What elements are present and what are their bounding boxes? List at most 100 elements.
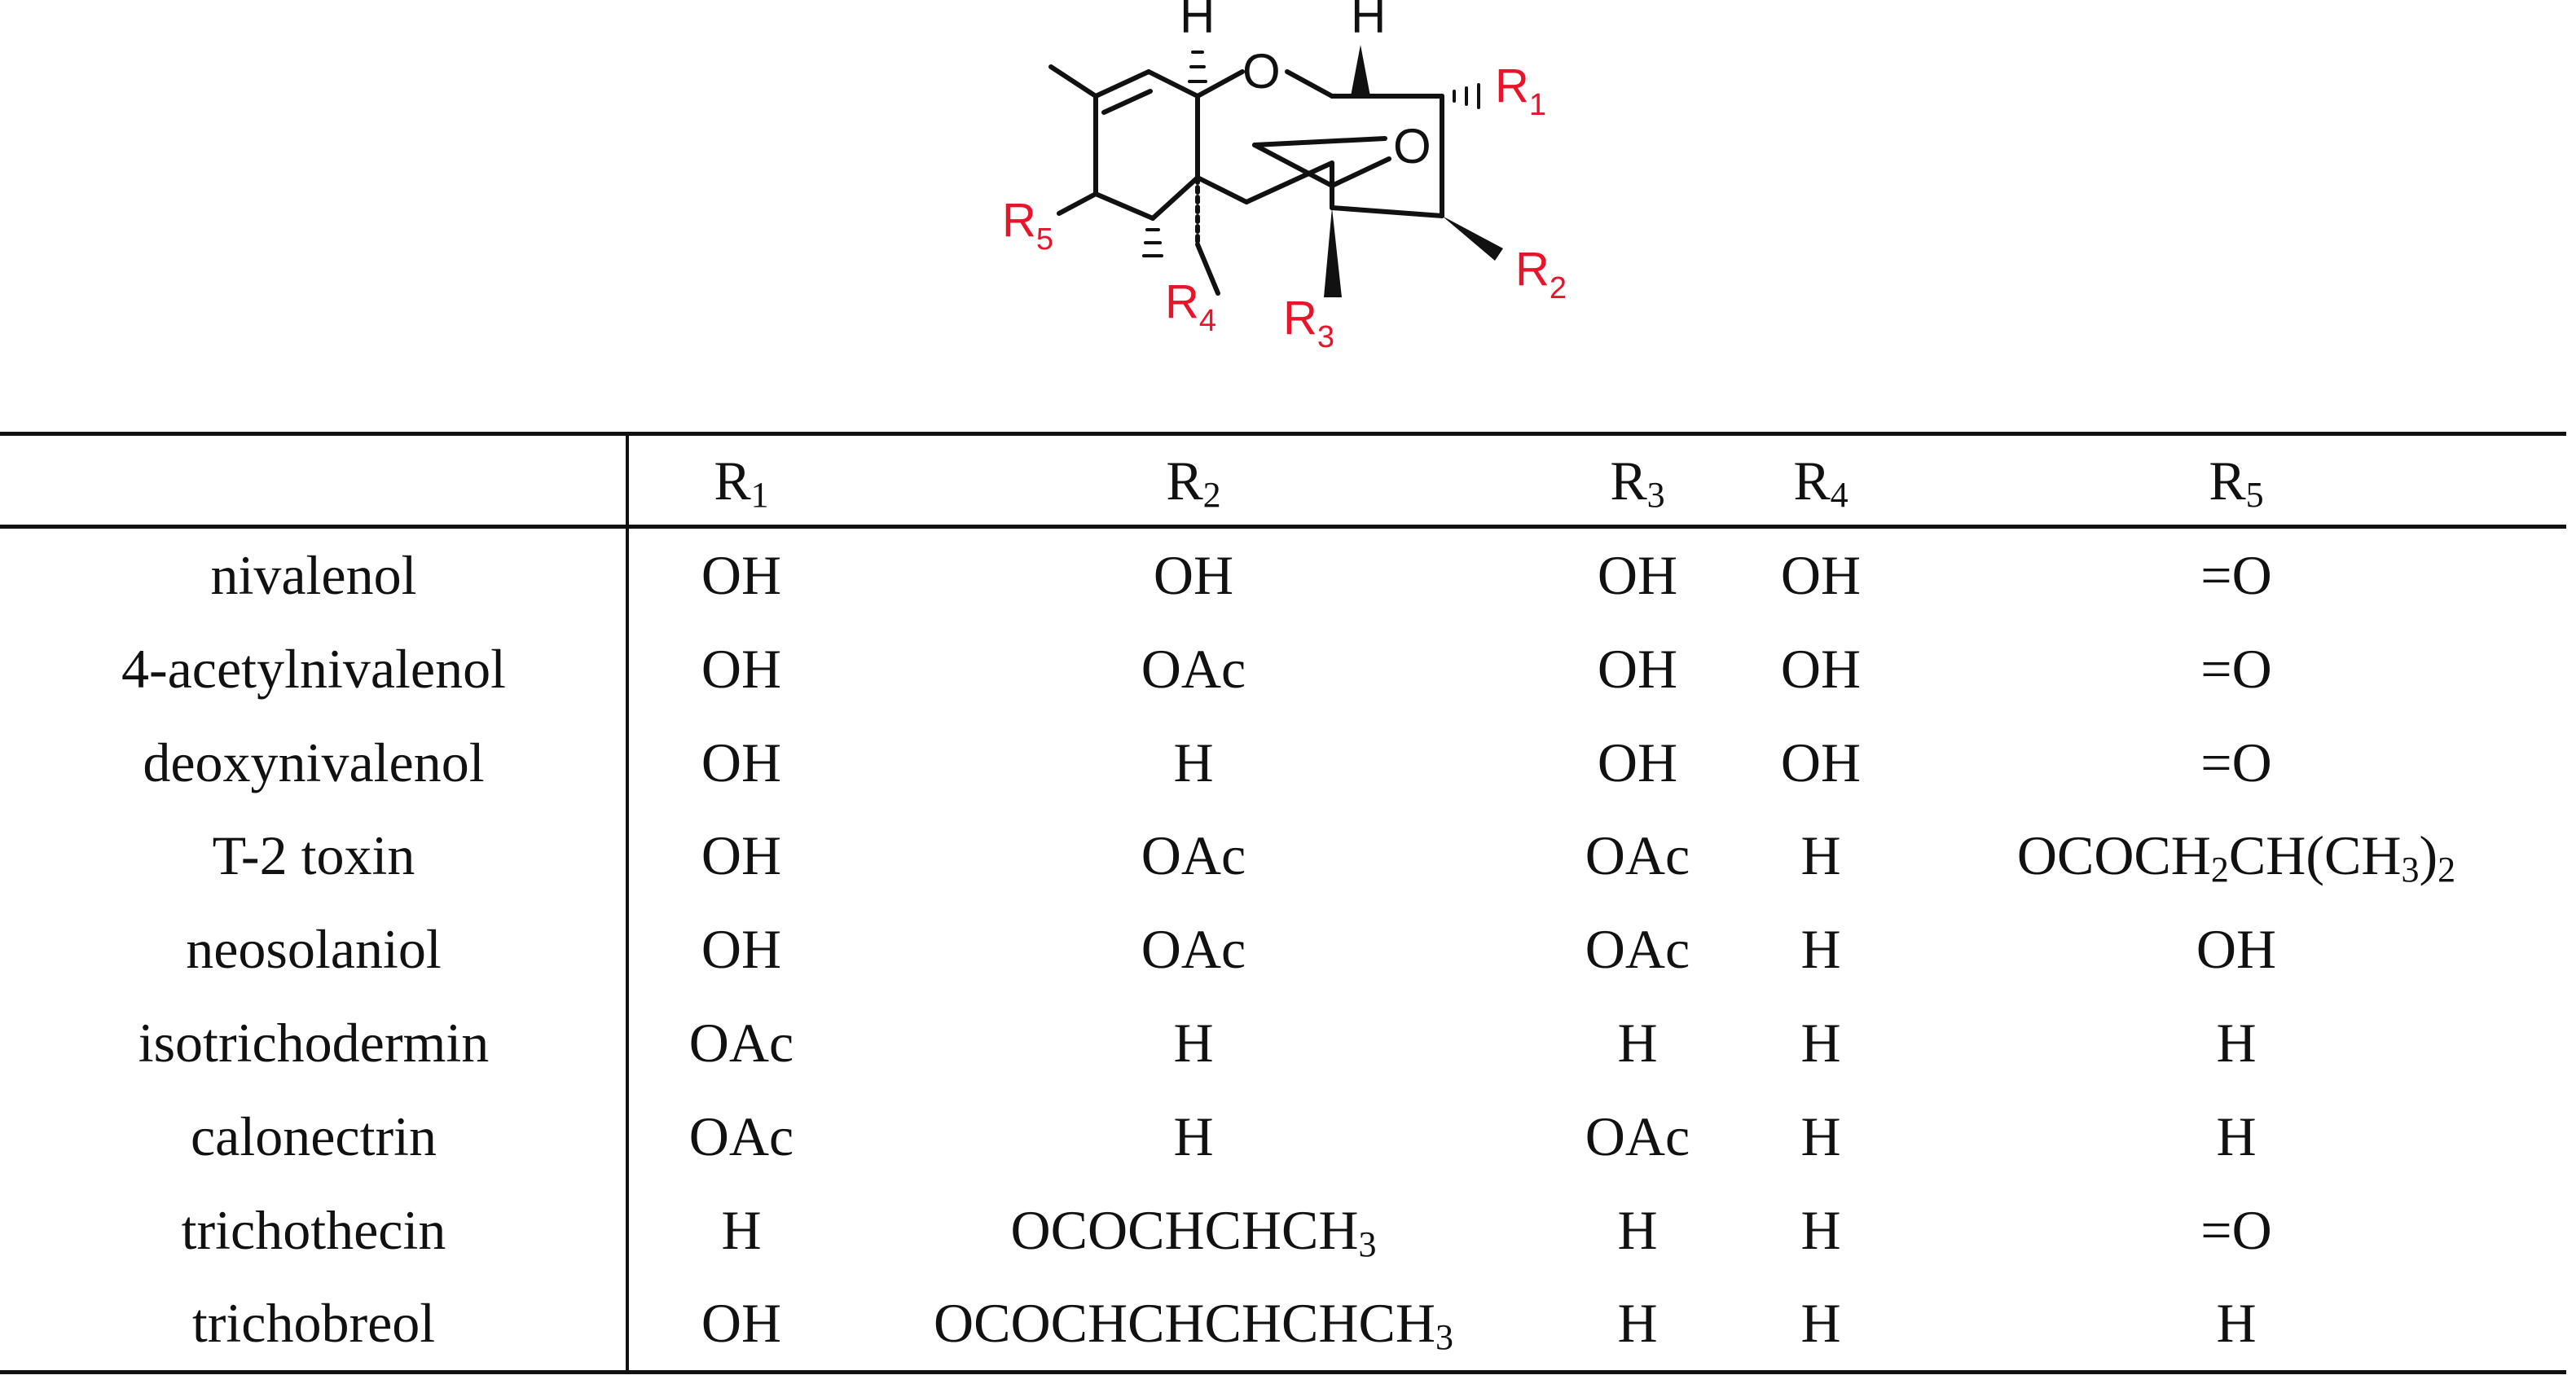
formula-text: H [1617,1292,1658,1355]
compound-name: trichothecin [181,1198,446,1261]
formula-text: =O [2200,637,2272,700]
compound-name: isotrichodermin [138,1012,490,1074]
bond-a1-double [1101,89,1153,115]
formula-text: OH [1780,731,1862,793]
label-r2: R2 [1515,243,1567,305]
cell-r3: OH [1540,622,1735,716]
formula-text: H [1800,824,1841,887]
formula-text: H [1800,1012,1841,1074]
cell-r2: H [847,715,1540,810]
cell-r1: OH [635,1276,847,1370]
formula-text: H [2216,1292,2257,1355]
compound-name: neosolaniol [186,918,442,981]
formula-text: H [2216,1105,2257,1167]
formula-text: OH [1780,637,1862,700]
formula-subscript: 3 [1358,1224,1377,1264]
header-letter: R [2209,450,2246,512]
bond-b2 [1285,69,1334,99]
cell-r5: OH [1906,902,2566,996]
formula-text: H [1173,731,1214,793]
bond-methyl-wedge [1324,208,1342,297]
cell-r4: OH [1735,715,1906,810]
bond-r3 [1195,242,1220,296]
atom-o-ring: O [1242,44,1281,99]
cell-r4: H [1735,1089,1906,1184]
cell-r3: H [1540,1183,1735,1277]
formula-text: =O [2200,1198,2272,1261]
cell-r5: H [1906,995,2566,1090]
formula-text: H [1800,1198,1841,1261]
header-letter: R [1793,450,1831,512]
cell-r2: OH [847,528,1540,622]
formula-text: OH [1597,731,1678,793]
formula-text: OH [701,918,782,981]
formula-text: H [1800,918,1841,981]
formula-text: H [1800,1292,1841,1355]
bond-c3 [1330,205,1444,218]
formula-text: OCOCHCHCH [1010,1198,1359,1261]
cell-r3: OAc [1540,1089,1735,1184]
header-subscript: 3 [1646,475,1665,515]
formula-subscript: 3 [1435,1317,1453,1358]
cell-r5: H [1906,1276,2566,1370]
cell-r2: H [847,1089,1540,1184]
header-subscript: 4 [1830,475,1848,515]
cell-r1: OH [635,622,847,716]
cell-r3: OH [1540,715,1735,810]
formula-subscript: 3 [2401,850,2420,890]
bond-epoxide-1 [1252,136,1387,147]
cell-r4: H [1735,808,1906,903]
header-subscript: 5 [2245,475,2264,515]
header-letter: R [1610,450,1647,512]
cell-r2: OAc [847,808,1540,903]
cell-r1: OH [635,715,847,810]
cell-r2: OAc [847,902,1540,996]
bond-r4-hashed [1142,228,1163,257]
label-r3: R3 [1283,292,1334,354]
cell-r3: OAc [1540,902,1735,996]
formula-subscript: 2 [2210,850,2229,890]
formula-text: OH [1780,544,1862,606]
formula-text: OAc [1141,918,1246,981]
formula-text: OAc [1141,824,1246,887]
bond-epoxide-3 [1330,156,1391,188]
compound-name: calonectrin [190,1105,437,1167]
formula-text: H [1173,1105,1214,1167]
formula-text: OH [2196,918,2277,981]
cell-r3: H [1540,995,1735,1090]
bond-r5 [1057,191,1098,216]
label-r1: R1 [1495,59,1546,122]
cell-r4: OH [1735,622,1906,716]
header-name [0,433,627,528]
formula-text: OH [1597,544,1678,606]
bond-h-right-wedge [1351,45,1370,96]
formula-text: CH(CH [2228,824,2402,887]
cell-r1: H [635,1183,847,1277]
table-row: neosolaniol OH OAc OAc H OH [0,902,2566,996]
cell-r3: H [1540,1276,1735,1370]
formula-text: =O [2200,544,2272,606]
cell-r1: OH [635,902,847,996]
header-subscript: 2 [1202,475,1221,515]
compound-name: deoxynivalenol [143,731,485,793]
formula-text: H [1617,1198,1658,1261]
bond-r2-wedge [1442,216,1503,261]
cell-r5: =O [1906,622,2566,716]
formula-text: OH [1153,544,1234,606]
formula-subscript: 2 [2438,850,2456,890]
formula-text: H [1800,1105,1841,1167]
header-letter: R [1166,450,1203,512]
cell-r1: OAc [635,995,847,1090]
formula-text: OAc [1585,1105,1690,1167]
formula-text: =O [2200,731,2272,793]
header-letter: R [714,450,751,512]
